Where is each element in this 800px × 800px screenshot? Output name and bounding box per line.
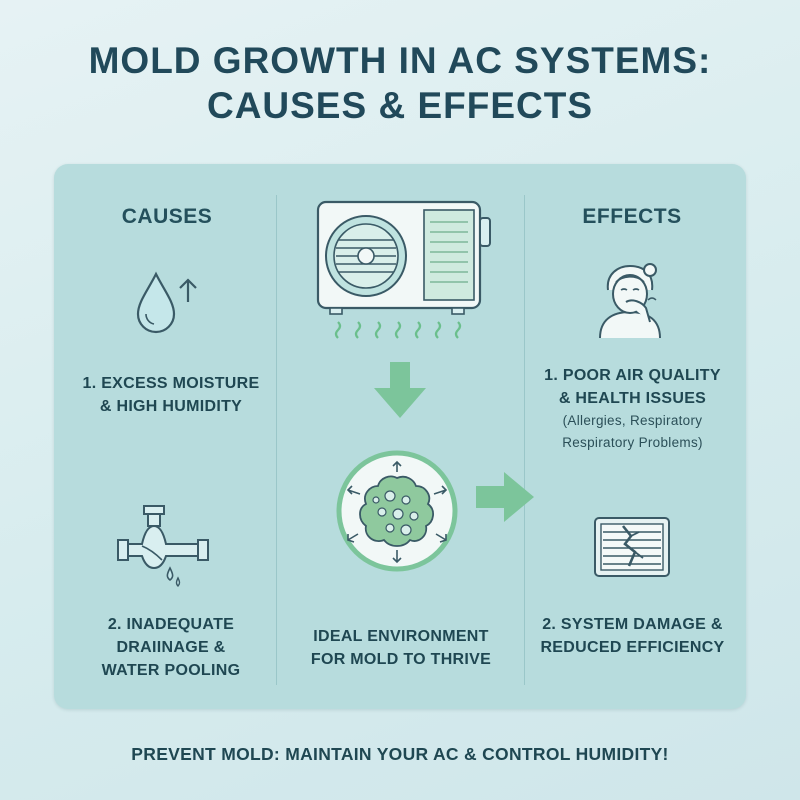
column-divider-right: [524, 195, 525, 685]
effect-2-label: 2. SYSTEM DAMAGE & REDUCED EFFICIENCY: [525, 613, 740, 659]
causes-heading: CAUSES: [121, 205, 213, 228]
ac-unit-icon: [316, 200, 491, 339]
right-arrow-icon: [476, 472, 534, 522]
cause-1-line-1: 1. EXCESS MOISTURE: [82, 375, 260, 392]
page-title: MOLD GROWTH IN AC SYSTEMS: CAUSES & EFFE…: [0, 38, 800, 128]
water-drop-rising-icon: [136, 271, 197, 334]
effect-1-label: 1. POOR AIR QUALITY & HEALTH ISSUES (All…: [525, 364, 740, 454]
cause-2-line-1: 2. INADEQUATE: [107, 616, 235, 633]
effect-1-line-1: 1. POOR AIR QUALITY: [544, 367, 721, 384]
effect-1-detail-2: Respiratory Problems): [562, 435, 703, 450]
effect-1-detail-1: (Allergies, Respiratory: [562, 413, 703, 428]
footer-tip: PREVENT MOLD: MAINTAIN YOUR AC & CONTROL…: [131, 744, 669, 764]
cause-1-line-2: & HIGH HUMIDITY: [99, 398, 243, 415]
title-line-1: MOLD GROWTH IN AC SYSTEMS:: [88, 40, 712, 81]
center-line-1: IDEAL ENVIRONMENT: [313, 628, 489, 645]
effect-1-line-2: & HEALTH ISSUES: [558, 390, 707, 407]
damaged-vent-icon: [594, 517, 670, 577]
center-label: IDEAL ENVIRONMENT FOR MOLD TO THRIVE: [296, 625, 506, 671]
column-divider-left: [276, 195, 277, 685]
cause-2-line-2: DRAIINAGE &: [116, 639, 226, 656]
cause-2-label: 2. INADEQUATE DRAIINAGE & WATER POOLING: [66, 613, 276, 682]
mold-spore-icon: [336, 450, 458, 572]
cause-2-line-3: WATER POOLING: [101, 662, 241, 679]
title-line-2: CAUSES & EFFECTS: [206, 85, 594, 126]
effect-2-line-2: REDUCED EFFICIENCY: [540, 639, 725, 656]
center-line-2: FOR MOLD TO THRIVE: [310, 651, 492, 668]
cause-1-label: 1. EXCESS MOISTURE & HIGH HUMIDITY: [66, 372, 276, 418]
effect-2-line-1: 2. SYSTEM DAMAGE &: [542, 616, 723, 633]
leaking-pipe-icon: [117, 505, 209, 587]
sick-person-icon: [599, 263, 661, 339]
effects-heading: EFFECTS: [582, 205, 682, 228]
down-arrow-icon: [374, 362, 426, 418]
